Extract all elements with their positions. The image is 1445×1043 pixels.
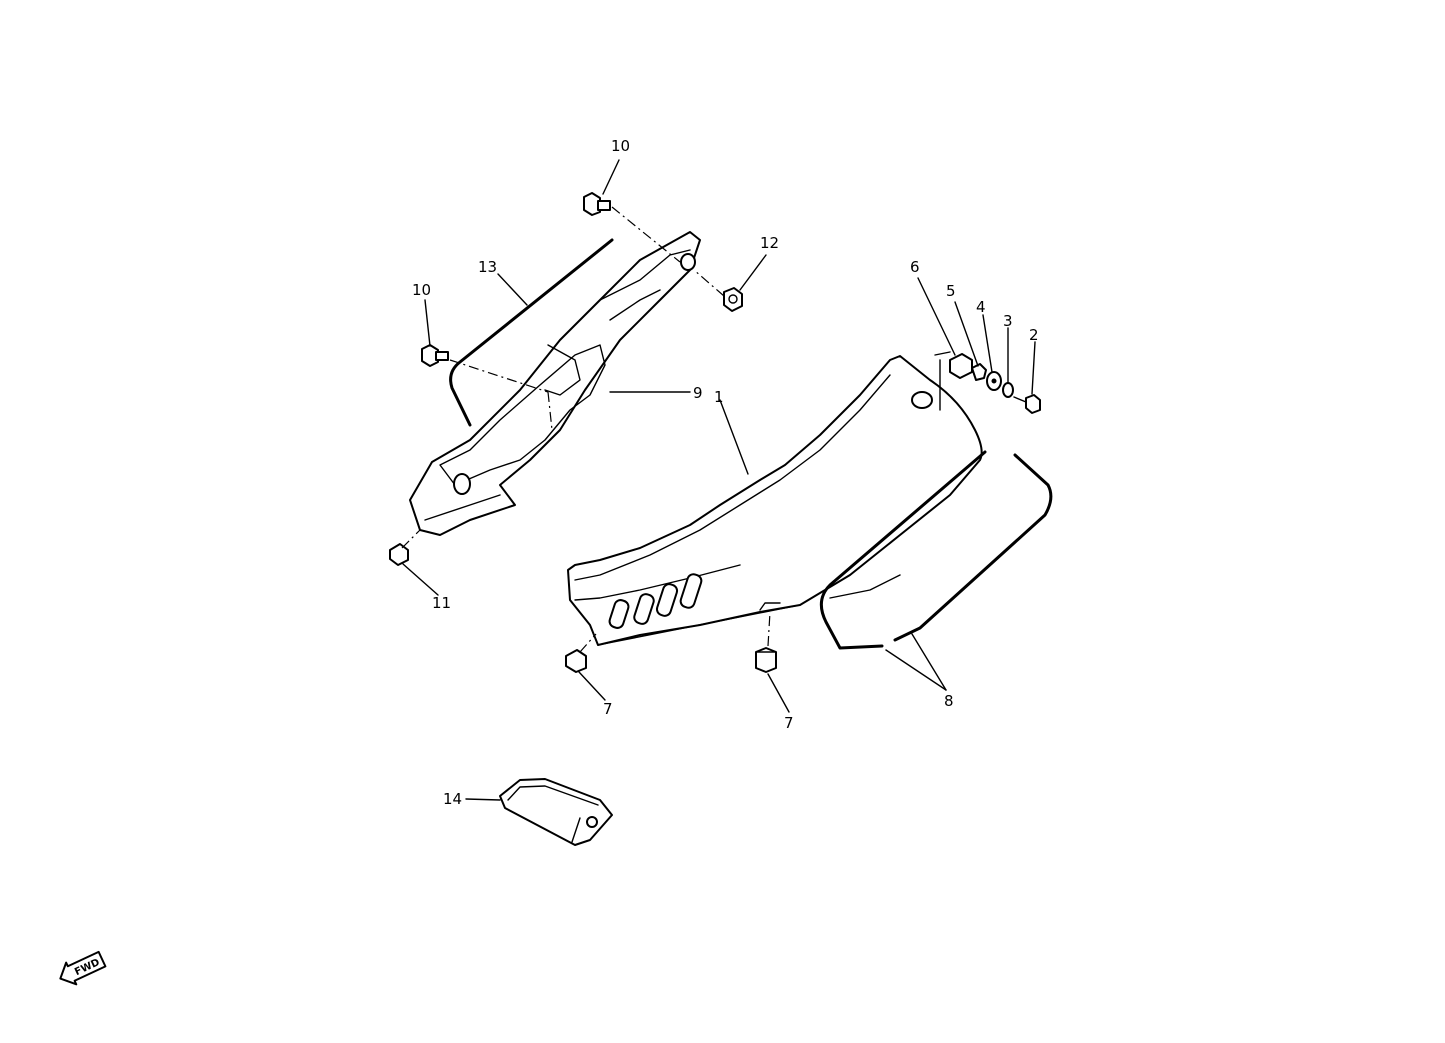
label-13: 13: [478, 258, 497, 276]
part-7-grommet-left: [565, 633, 597, 673]
label-10-left: 10: [412, 281, 431, 299]
part-12-nut: [693, 269, 743, 312]
label-9: 9: [693, 384, 703, 402]
label-4: 4: [976, 298, 986, 316]
forward-direction-arrow: FWD: [59, 950, 107, 986]
part-6-grommet: [949, 353, 973, 379]
part-11-grommet: [389, 529, 421, 566]
forward-arrow-icon: [59, 950, 107, 986]
part-13-trim-strip: [449, 238, 614, 427]
part-3-washer: [1002, 382, 1014, 398]
label-7-right: 7: [784, 714, 794, 732]
part-1-side-cover: [567, 351, 983, 646]
leader-lines: [402, 159, 1036, 801]
part-2-screw: [1013, 394, 1041, 414]
reference-labels: 10 10 13 12 9 1 6 5 4 3 2 11 7 7 8 14: [412, 137, 1039, 808]
label-7-left: 7: [603, 700, 613, 718]
part-7-grommet-right: [755, 611, 777, 673]
label-12: 12: [760, 234, 779, 252]
part-5-collar: [971, 363, 987, 381]
label-6: 6: [910, 258, 920, 276]
part-8-trim-strips: [819, 450, 1053, 650]
label-8: 8: [944, 692, 954, 710]
part-10-bolt-top: [583, 192, 681, 263]
label-5: 5: [946, 282, 956, 300]
part-4-washer: [986, 371, 1002, 391]
label-3: 3: [1003, 312, 1013, 330]
label-14: 14: [443, 790, 462, 808]
label-1: 1: [714, 388, 724, 406]
label-10-top: 10: [611, 137, 630, 155]
label-2: 2: [1029, 326, 1039, 344]
part-10-bolt-left: [421, 344, 553, 431]
part-14-pad: [499, 778, 613, 846]
part-9-bracket-cover: [409, 231, 701, 536]
label-11: 11: [432, 594, 451, 612]
